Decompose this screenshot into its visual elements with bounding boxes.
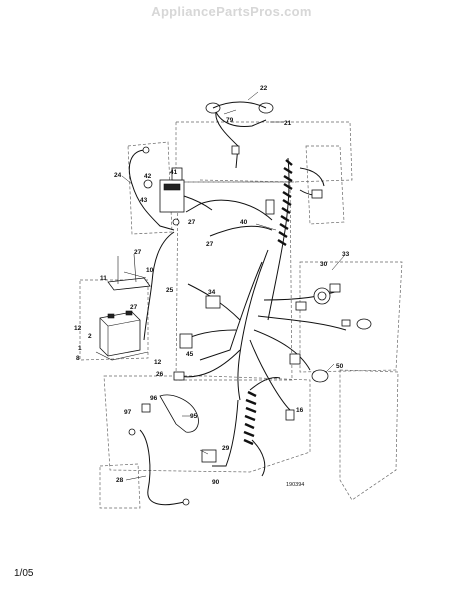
battery [95, 253, 151, 361]
callout-27c: 27 [134, 249, 142, 256]
callout-42: 42 [144, 173, 152, 180]
callout-28: 28 [116, 477, 124, 484]
callout-96: 96 [150, 395, 158, 402]
center-components [141, 295, 221, 463]
callout-16: 16 [296, 407, 304, 414]
callout-22: 22 [260, 85, 268, 92]
main-harness [177, 157, 347, 477]
callout-79: 79 [226, 117, 234, 124]
callout-40: 40 [240, 219, 248, 226]
leader-lines [121, 91, 345, 481]
solenoid-assembly [143, 167, 213, 226]
callout-27d: 27 [130, 304, 138, 311]
callout-1: 1 [78, 345, 82, 352]
callout-11: 11 [100, 275, 107, 282]
callout-21: 21 [284, 120, 292, 127]
callout-90: 90 [212, 479, 220, 486]
footer-date: 1/05 [14, 568, 34, 579]
callout-27b: 27 [206, 241, 214, 248]
switch-50 [311, 369, 329, 383]
right-components [265, 189, 372, 421]
battery-cables [128, 146, 190, 506]
callout-labels: 22 79 21 24 42 41 43 40 27 27 27 10 11 2… [74, 85, 350, 488]
relay-34 [205, 295, 221, 309]
connector [231, 145, 240, 155]
module-45 [179, 333, 193, 349]
callout-12b: 12 [154, 359, 162, 366]
callout-43: 43 [140, 197, 148, 204]
callout-29: 29 [222, 445, 230, 452]
ignition-95 [159, 394, 199, 433]
callout-10: 10 [146, 267, 154, 274]
callout-24: 24 [114, 172, 122, 179]
callout-27a: 27 [188, 219, 196, 226]
callout-12a: 12 [74, 325, 82, 332]
callout-26: 26 [156, 371, 164, 378]
headlight-harness [205, 101, 274, 169]
callout-95: 95 [190, 413, 198, 420]
callout-45: 45 [186, 351, 194, 358]
callout-25: 25 [166, 287, 174, 294]
drawing-number: 190394 [286, 482, 304, 488]
callout-8: 8 [76, 355, 80, 362]
callout-30: 30 [320, 261, 328, 268]
callout-34: 34 [208, 289, 216, 296]
callout-2: 2 [88, 333, 92, 340]
callout-33: 33 [342, 251, 350, 258]
callout-41: 41 [170, 169, 178, 176]
callout-97: 97 [124, 409, 132, 416]
watermark: AppliancePartsPros.com [151, 4, 312, 19]
callout-50: 50 [336, 363, 344, 370]
